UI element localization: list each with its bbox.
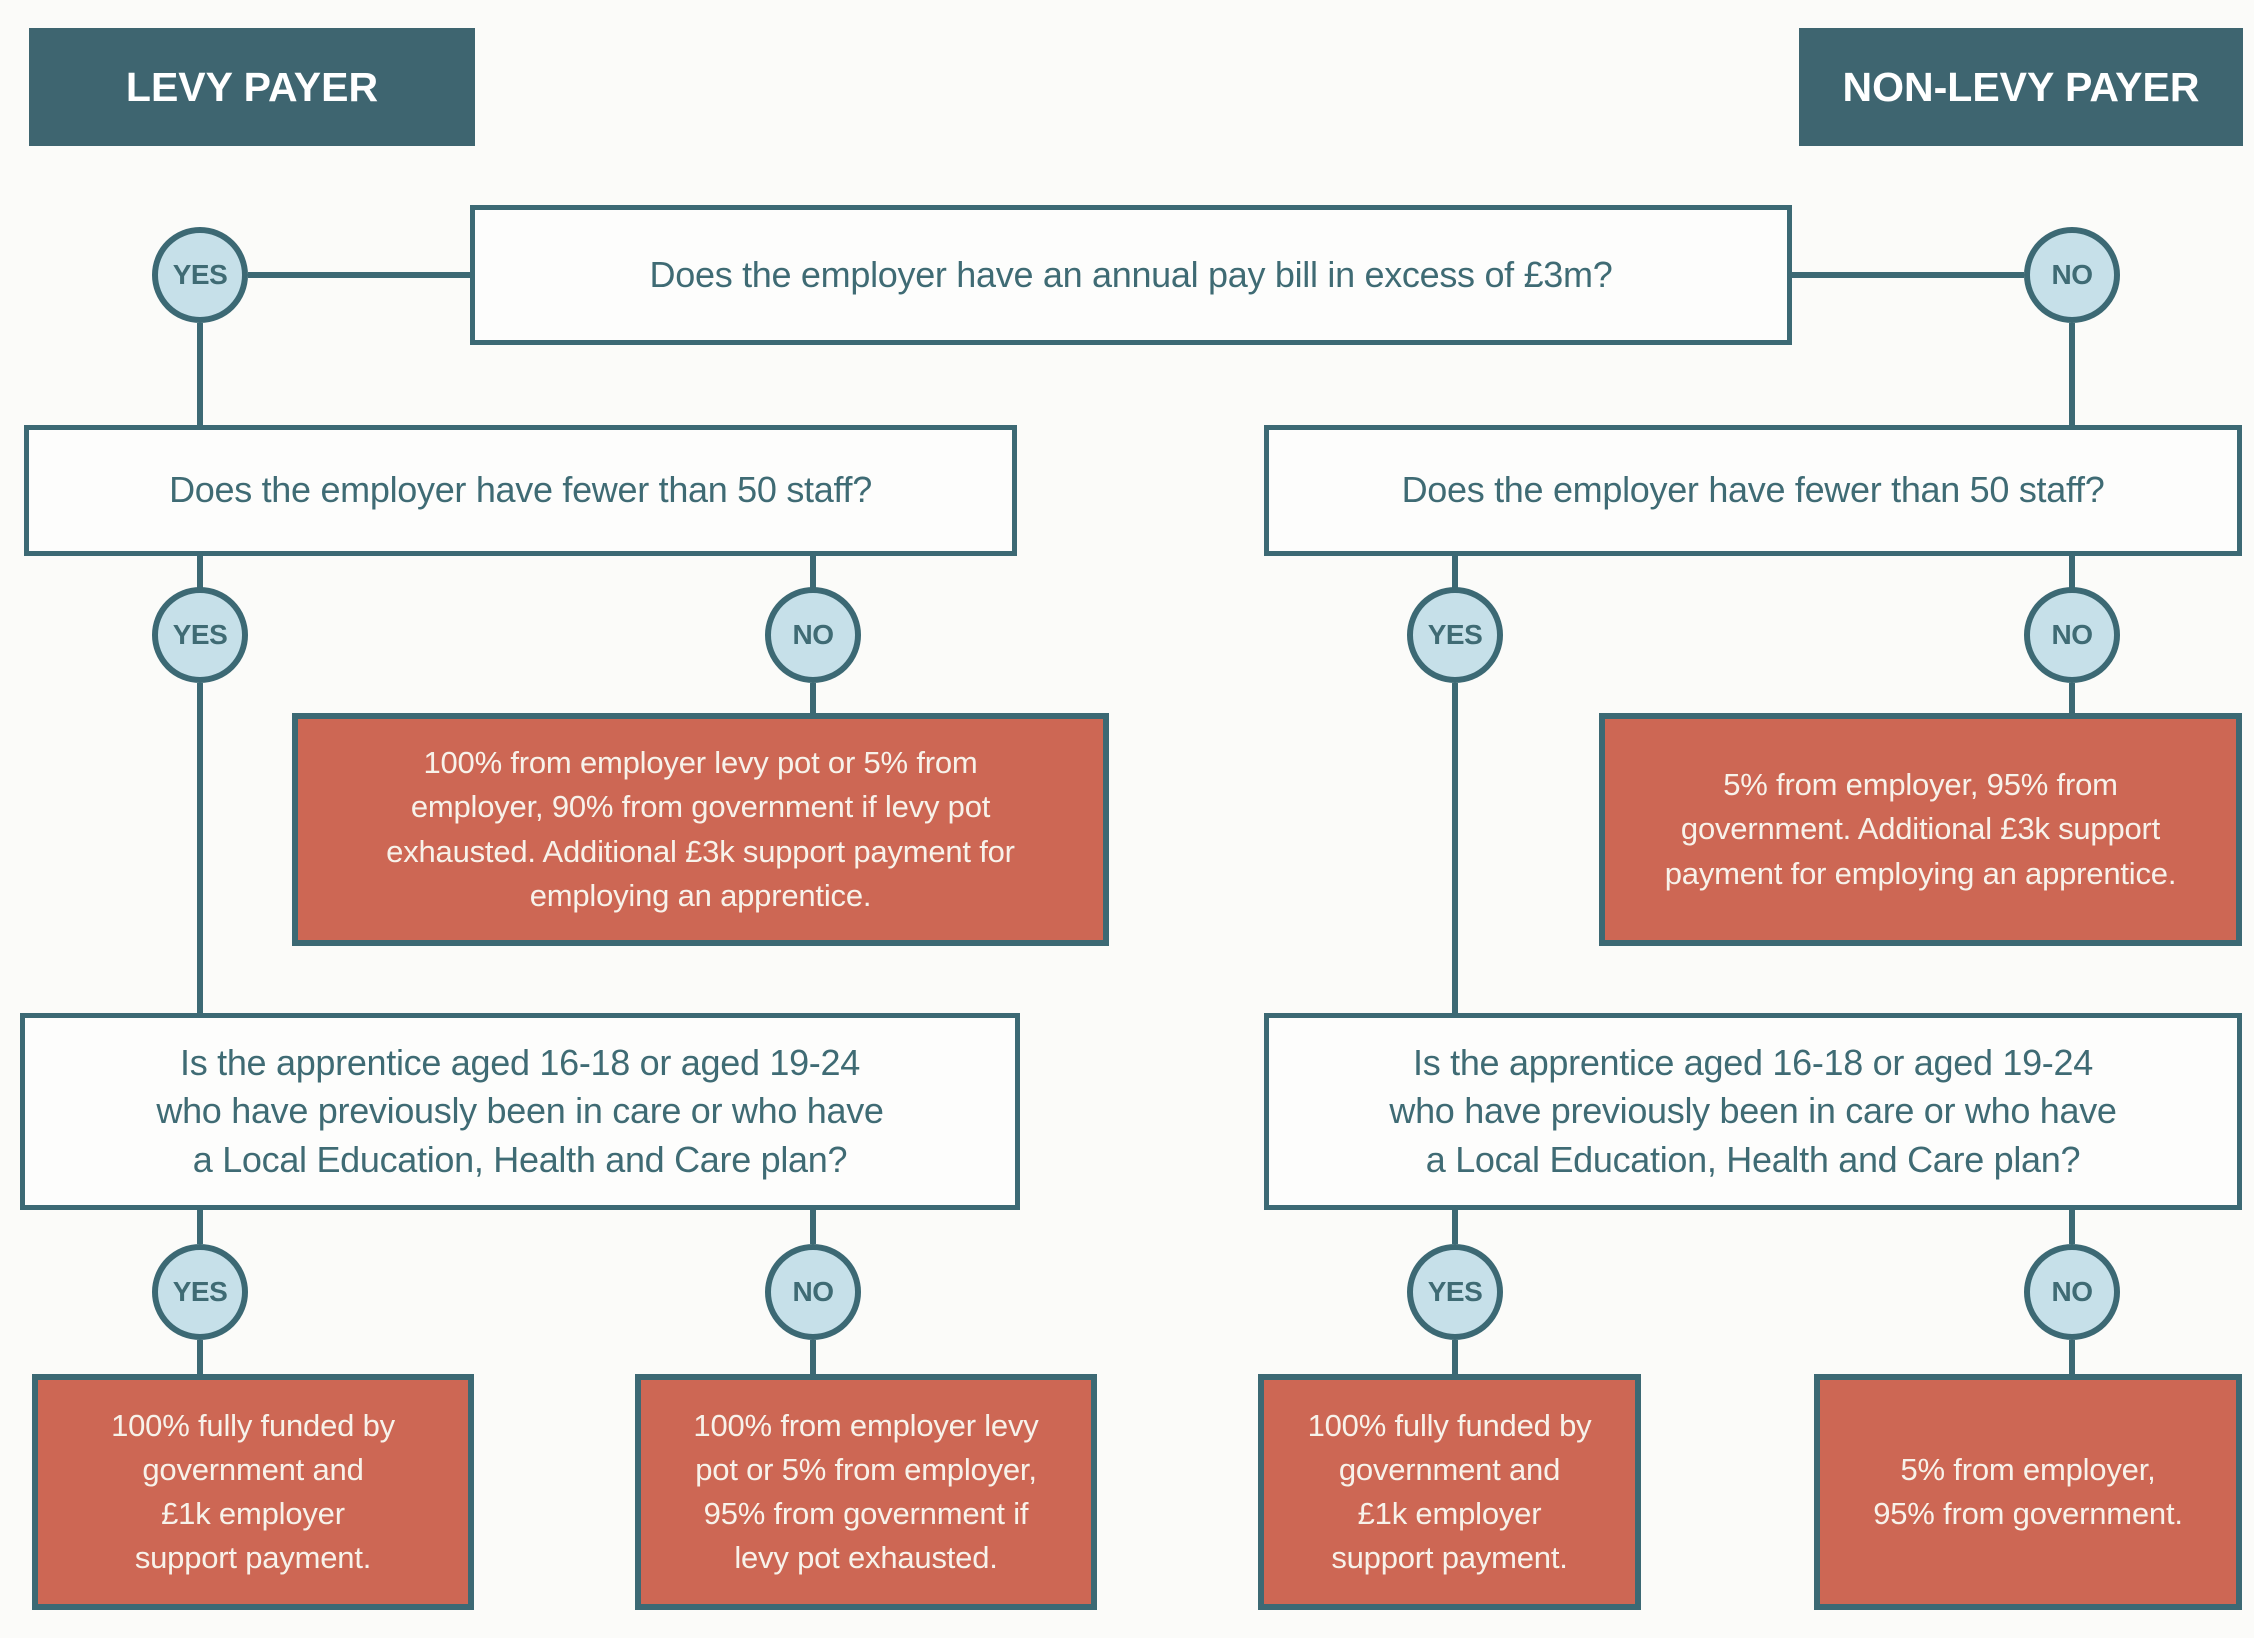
connector-topno-staffright — [2069, 323, 2075, 425]
connector-topyes-staffleft — [197, 323, 203, 425]
question-staff-non-levy: Does the employer have fewer than 50 sta… — [1264, 425, 2242, 556]
connector-staffright-no — [2069, 556, 2075, 588]
connector-topyes-paybill — [248, 272, 470, 278]
outcome-non-levy-young: 100% fully funded by government and £1k … — [1258, 1374, 1641, 1610]
levy-staff-no-badge: NO — [765, 587, 861, 683]
connector-ageleft-yes — [197, 1210, 203, 1244]
outcome-non-levy-older: 5% from employer, 95% from government. — [1814, 1374, 2242, 1610]
levy-age-yes-badge: YES — [152, 1244, 248, 1340]
connector-staffleft-no — [810, 556, 816, 588]
non-levy-age-no-badge: NO — [2024, 1244, 2120, 1340]
question-age-levy: Is the apprentice aged 16-18 or aged 19-… — [20, 1013, 1020, 1210]
connector-ageright-no — [2069, 1210, 2075, 1244]
non-levy-age-yes-badge: YES — [1407, 1244, 1503, 1340]
connector-paybill-topno — [1792, 272, 2024, 278]
connector-staffright-yes — [1452, 556, 1458, 588]
outcome-levy-young: 100% fully funded by government and £1k … — [32, 1374, 474, 1610]
outcome-non-levy-over-50: 5% from employer, 95% from government. A… — [1599, 713, 2242, 946]
non-levy-payer-header: NON-LEVY PAYER — [1799, 28, 2243, 146]
non-levy-staff-yes-badge: YES — [1407, 587, 1503, 683]
levy-payer-header: LEVY PAYER — [29, 28, 475, 146]
outcome-levy-older: 100% from employer levy pot or 5% from e… — [635, 1374, 1097, 1610]
top-no-badge: NO — [2024, 227, 2120, 323]
non-levy-staff-no-badge: NO — [2024, 587, 2120, 683]
connector-rightno-outcome — [2069, 683, 2075, 713]
levy-age-no-badge: NO — [765, 1244, 861, 1340]
connector-leftyes-agebox — [197, 683, 203, 1013]
connector-leftno-outcome — [810, 683, 816, 713]
outcome-levy-over-50: 100% from employer levy pot or 5% from e… — [292, 713, 1109, 946]
question-staff-levy: Does the employer have fewer than 50 sta… — [24, 425, 1017, 556]
connector-bryes-outcome — [1452, 1340, 1458, 1374]
question-age-non-levy: Is the apprentice aged 16-18 or aged 19-… — [1264, 1013, 2242, 1210]
levy-staff-yes-badge: YES — [152, 587, 248, 683]
connector-rightyes-agebox — [1452, 683, 1458, 1013]
connector-staffleft-yes — [197, 556, 203, 588]
top-yes-badge: YES — [152, 227, 248, 323]
connector-ageright-yes — [1452, 1210, 1458, 1244]
connector-brno-outcome — [2069, 1340, 2075, 1374]
connector-ageleft-no — [810, 1210, 816, 1244]
question-pay-bill: Does the employer have an annual pay bil… — [470, 205, 1792, 345]
connector-blno-outcome — [810, 1340, 816, 1374]
connector-blyes-outcome — [197, 1340, 203, 1374]
